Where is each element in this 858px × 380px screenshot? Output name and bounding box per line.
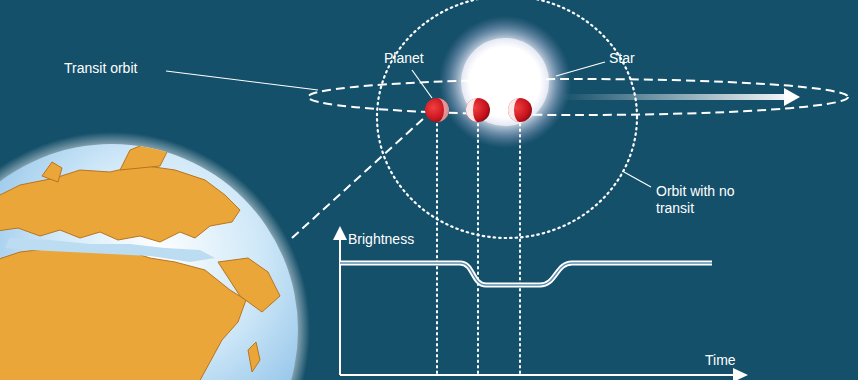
transit-orbit	[308, 79, 848, 115]
orbit-label: Transit orbit	[64, 60, 137, 77]
leader-lines	[166, 62, 651, 187]
orbit-label: Orbit with no transit	[656, 183, 736, 217]
star-label: Star	[609, 50, 635, 67]
earth	[0, 132, 310, 380]
direction-arrow	[560, 88, 800, 106]
star	[439, 16, 571, 148]
axis-label: Brightness	[348, 231, 414, 248]
line-of-sight	[292, 118, 424, 238]
axis-label: Time	[705, 352, 736, 369]
graph-axes	[333, 226, 748, 380]
planets	[425, 98, 532, 122]
guide-lines	[437, 124, 520, 374]
planet-label: Planet	[384, 50, 424, 67]
no-transit-orbit	[377, 0, 637, 238]
light-curve	[340, 263, 712, 285]
